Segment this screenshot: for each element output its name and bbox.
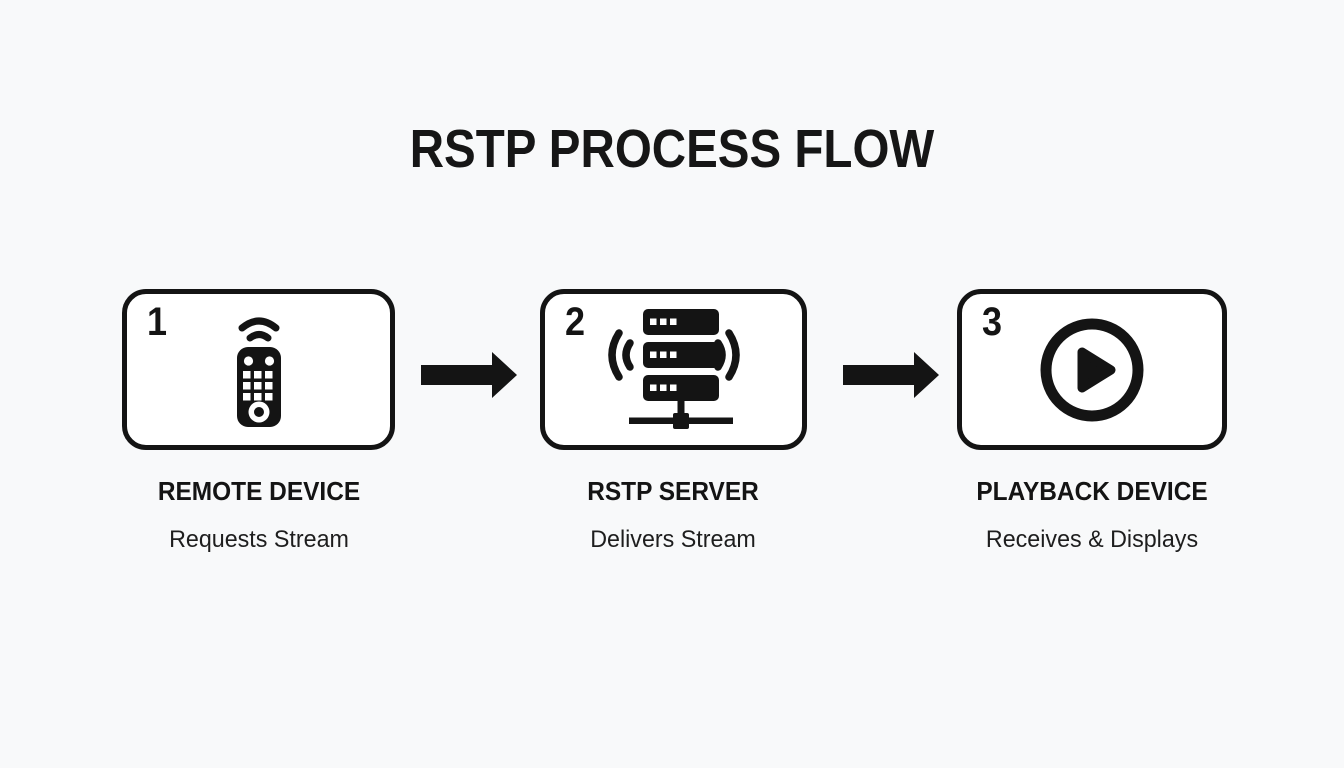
step-label-rstp-server: RSTP SERVER	[587, 476, 759, 506]
remote-control-icon	[213, 313, 305, 427]
arrow-right-icon	[843, 352, 940, 398]
step-card-remote-device: 1	[122, 289, 395, 450]
step-number: 1	[147, 300, 168, 344]
page-title: RSTP PROCESS FLOW	[409, 119, 935, 179]
step-card-playback-device: 3	[957, 289, 1227, 450]
arrow-right-icon	[421, 352, 518, 398]
server-network-icon	[599, 308, 749, 431]
step-number: 3	[982, 300, 1003, 344]
signal-waves	[607, 328, 740, 381]
play-button-icon	[1040, 318, 1144, 422]
step-subtitle-remote-device: Requests Stream	[169, 526, 349, 553]
step-label-remote-device: REMOTE DEVICE	[157, 476, 361, 506]
step-card-rstp-server: 2	[540, 289, 807, 450]
step-subtitle-playback-device: Receives & Displays	[985, 526, 1199, 553]
step-subtitle-rstp-server: Delivers Stream	[590, 526, 756, 553]
step-label-playback-device: PLAYBACK DEVICE	[976, 476, 1208, 506]
step-number: 2	[565, 300, 586, 344]
